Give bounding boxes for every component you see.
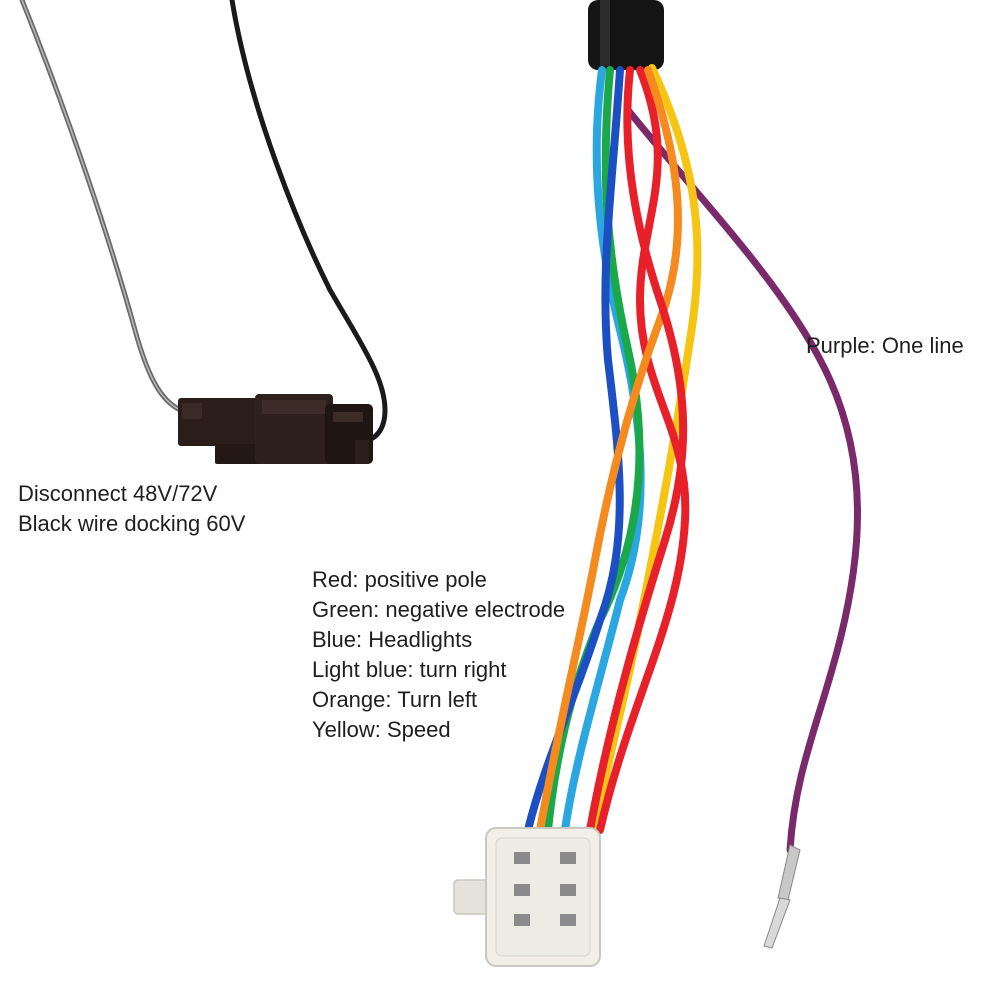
orange-wire: [536, 66, 682, 834]
black-wire-note: Disconnect 48V/72V Black wire docking 60…: [18, 479, 245, 539]
purple-terminal: [763, 844, 801, 949]
legend-item-blue: Blue: Headlights: [312, 627, 473, 652]
purple-note: Purple: One line: [806, 333, 964, 358]
gray-wire-highlight: [21, 0, 186, 413]
legend-item-green: Green: negative electrode: [312, 597, 566, 622]
red-wire-left: [586, 66, 688, 834]
legend-item-yellow: Yellow: Speed: [312, 717, 451, 742]
color-legend: Red: positive pole Green: negative elect…: [312, 565, 565, 745]
legend-item-orange: Orange: Turn left: [312, 687, 478, 712]
black-wire-note-line2: Black wire docking 60V: [18, 511, 246, 536]
black-sheath: [588, 0, 664, 70]
black-wire-note-line1: Disconnect 48V/72V: [18, 481, 218, 506]
purple-wire: [624, 106, 861, 854]
black-two-pin-connector: [178, 394, 373, 464]
red-wire-right: [596, 66, 690, 834]
wire-bundle: [524, 64, 861, 854]
legend-item-light-blue: Light blue: turn right: [312, 657, 507, 682]
black-wire: [229, 0, 388, 443]
yellow-wire: [591, 64, 702, 834]
legend-item-red: Red: positive pole: [312, 567, 487, 592]
six-pin-connector: [453, 827, 601, 967]
